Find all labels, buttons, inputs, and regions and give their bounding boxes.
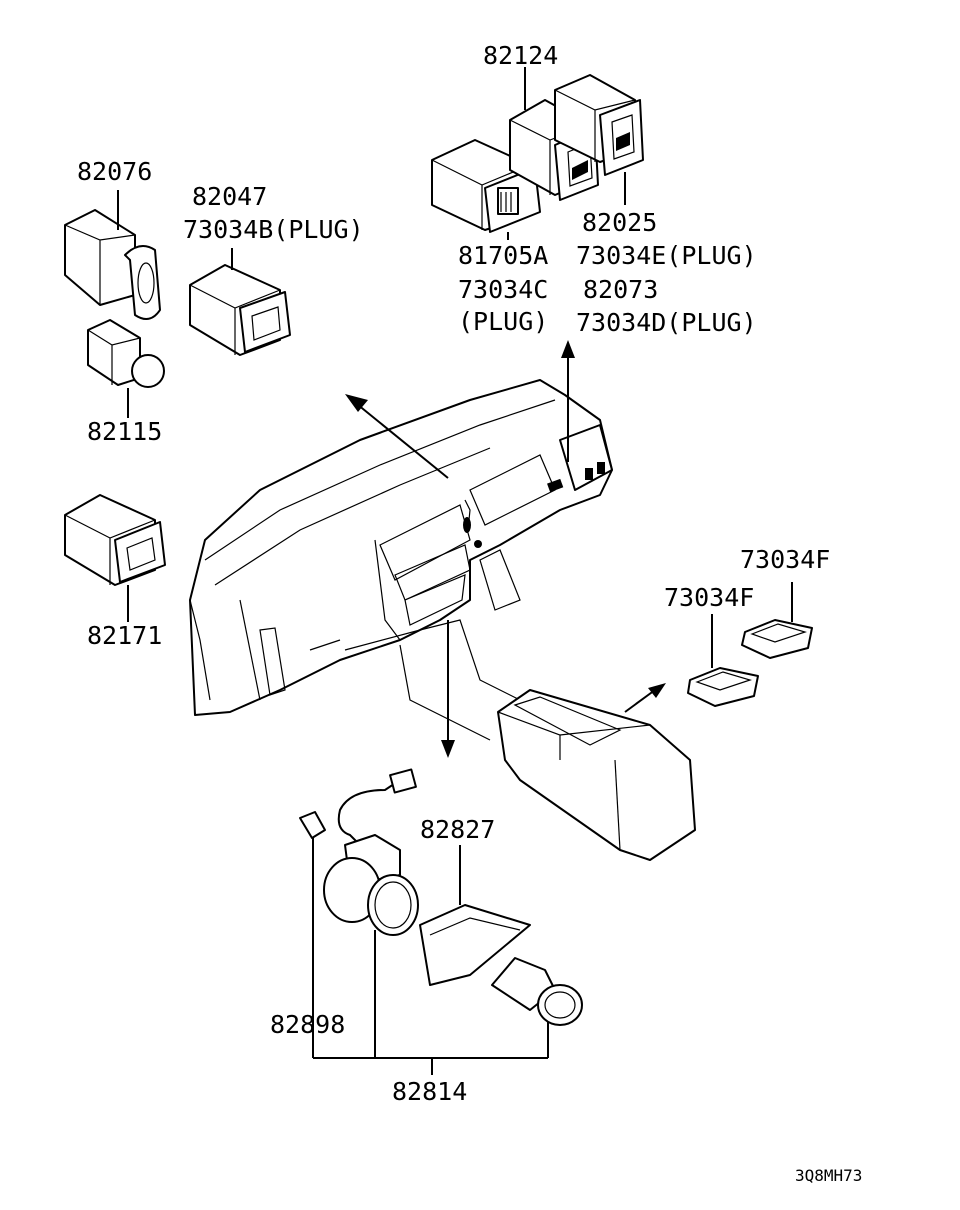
lighter-panel-82827 bbox=[419, 845, 531, 986]
instrument-panel bbox=[189, 379, 613, 716]
label-82047: 82047 bbox=[192, 182, 267, 211]
switch-81705A bbox=[431, 139, 541, 240]
label-82898: 82898 bbox=[270, 1010, 345, 1039]
labels: 82124 82076 82047 73034B(PLUG) 82025 817… bbox=[77, 41, 862, 1185]
label-82171: 82171 bbox=[87, 621, 162, 650]
label-73034E: 73034E(PLUG) bbox=[576, 241, 757, 270]
switch-82047 bbox=[189, 248, 291, 356]
plug-73034F-upper bbox=[741, 582, 813, 659]
bracket-82814 bbox=[313, 1057, 548, 1075]
switch-82025 bbox=[554, 74, 644, 205]
switch-82171 bbox=[64, 494, 166, 622]
label-73034F-upper: 73034F bbox=[740, 545, 830, 574]
label-82115: 82115 bbox=[87, 417, 162, 446]
label-82814: 82814 bbox=[392, 1077, 467, 1106]
lighter-harness bbox=[337, 768, 417, 846]
label-73034B: 73034B(PLUG) bbox=[183, 215, 364, 244]
label-82073: 82073 bbox=[583, 275, 658, 304]
switch-82076 bbox=[64, 190, 161, 320]
label-82076: 82076 bbox=[77, 157, 152, 186]
label-73034F-lower: 73034F bbox=[664, 583, 754, 612]
label-73034D: 73034D(PLUG) bbox=[576, 308, 757, 337]
lighter-bulb bbox=[299, 811, 326, 1058]
label-81705A: 81705A bbox=[458, 241, 548, 270]
label-73034C-plug: (PLUG) bbox=[458, 307, 548, 336]
diagram-code: 3Q8MH73 bbox=[795, 1166, 862, 1185]
lighter-plug bbox=[491, 957, 583, 1058]
label-82124: 82124 bbox=[483, 41, 558, 70]
switch-82115 bbox=[87, 319, 165, 418]
arrows bbox=[345, 340, 666, 758]
label-73034C: 73034C bbox=[458, 275, 548, 304]
lighter-socket bbox=[323, 834, 419, 1058]
label-82827: 82827 bbox=[420, 815, 495, 844]
center-console bbox=[344, 619, 696, 861]
label-82025: 82025 bbox=[582, 208, 657, 237]
plug-73034F-lower bbox=[687, 614, 759, 707]
